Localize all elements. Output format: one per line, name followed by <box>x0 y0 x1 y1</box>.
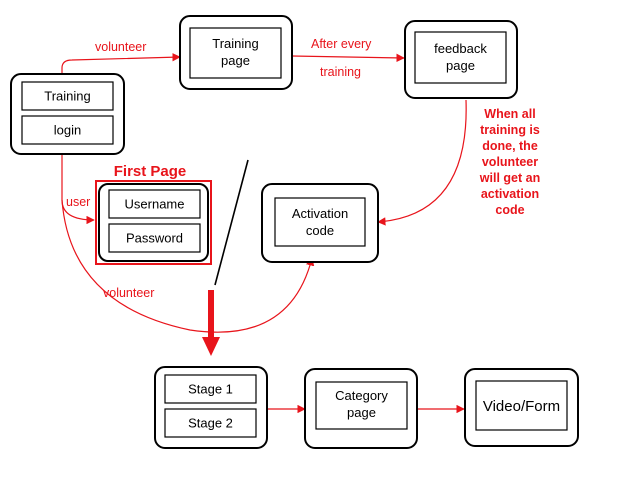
completion-note-line: will get an <box>479 171 540 185</box>
stage2-item <box>164 408 257 438</box>
edge-label-user: user <box>66 195 90 209</box>
category-page-line1: Category <box>335 388 388 403</box>
node-training-page: Training page <box>179 15 293 90</box>
edge-labels: volunteer After every training user volu… <box>66 37 540 300</box>
edge-feedback-to-activation <box>377 99 467 226</box>
video-form-label: Video/Form <box>483 398 560 415</box>
completion-note: When all training is done, the volunteer… <box>479 107 540 217</box>
training-page-line2: page <box>221 53 250 68</box>
training-label: Training <box>44 89 90 104</box>
edges <box>61 53 467 414</box>
feedback-page-line2: page <box>446 58 475 73</box>
training-page-line1: Training <box>212 36 258 51</box>
feedback-page-line1: feedback <box>434 41 487 56</box>
first-page-title: First Page <box>114 163 187 180</box>
edge-label-after-every-line2: training <box>320 65 361 79</box>
node-activation-code: Activation code <box>261 183 379 263</box>
edge-training-to-feedback <box>291 53 405 63</box>
password-label: Password <box>126 231 183 246</box>
stage1-label: Stage 1 <box>188 382 233 397</box>
edge-login-to-activation <box>61 199 315 333</box>
training-item <box>21 81 114 111</box>
divider-line <box>214 159 249 286</box>
completion-note-line: When all <box>484 107 535 121</box>
big-down-arrow-icon <box>202 290 220 356</box>
stage1-item <box>164 374 257 404</box>
stage2-label: Stage 2 <box>188 416 233 431</box>
edge-label-volunteer-top: volunteer <box>95 40 146 54</box>
password-field <box>108 223 201 253</box>
node-training-login: Training login <box>10 73 125 155</box>
completion-note-line: volunteer <box>482 155 538 169</box>
activation-code-line2: code <box>306 223 334 238</box>
node-feedback-page: feedback page <box>404 20 518 99</box>
node-stages: Stage 1 Stage 2 <box>154 366 268 449</box>
edge-label-volunteer-bottom: volunteer <box>103 286 154 300</box>
login-label: login <box>54 123 81 138</box>
edge-label-after-every-line1: After every <box>311 37 372 51</box>
node-video-form: Video/Form <box>464 368 579 447</box>
node-category-page: Category page <box>304 368 418 449</box>
username-label: Username <box>125 197 185 212</box>
completion-note-line: done, the <box>482 139 538 153</box>
username-field <box>108 189 201 219</box>
edge-login-to-training-page <box>61 53 181 80</box>
node-first-page: First Page Username Password <box>95 163 212 265</box>
completion-note-line: activation <box>481 187 539 201</box>
login-item <box>21 115 114 145</box>
category-page-line2: page <box>347 405 376 420</box>
activation-code-line1: Activation <box>292 206 348 221</box>
completion-note-line: code <box>495 203 524 217</box>
completion-note-line: training is <box>480 123 540 137</box>
